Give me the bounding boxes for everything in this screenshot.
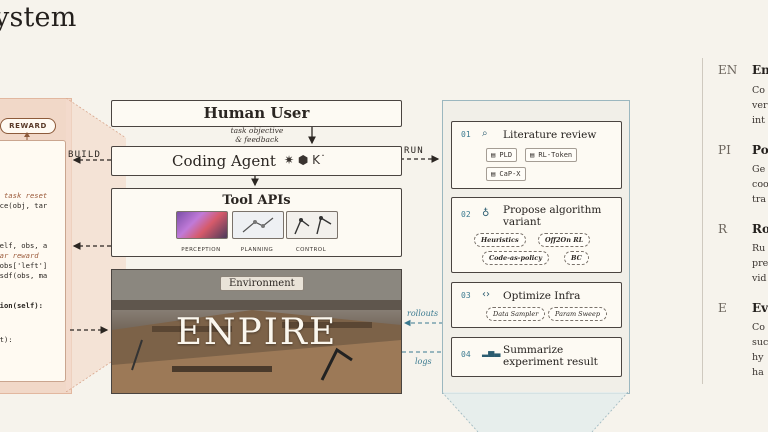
code-line: dlsdf(obs, ma [0,271,48,280]
environment-label: Environment [220,276,304,291]
section-text: coo [752,179,768,190]
environment-photo: Environment ENPIRE [111,269,402,394]
run-funnel [442,392,628,432]
reward-label: REWARD [0,118,56,134]
column-divider [702,58,703,384]
card-title: Summarize experiment result [503,344,598,368]
task-feedback-label: task objective & feedback [218,126,296,144]
paper-tag: ▤ CaP-X [486,167,526,181]
section-text: suc [752,337,768,348]
bar-chart-icon: ▂▅▃ [482,348,501,357]
card-title: Literature review [503,129,597,141]
run-label: RUN [404,146,424,156]
logs-label: logs [415,357,432,366]
perception-thumbnail [176,211,228,239]
task-feedback-line: & feedback [235,134,279,144]
search-icon: ⌕ [482,128,488,139]
control-label: CONTROL [295,247,327,253]
code-line: ation(self): [0,301,43,310]
section-text: tra [752,194,767,205]
section-text: hy [752,352,764,363]
code-icon: ‹› [482,289,490,300]
card-title-line: Summarize [503,344,564,356]
section-abbr: R [718,222,728,236]
lightbulb-icon: ♁ [482,208,490,219]
paper-tag: ▤ PLD [486,148,518,162]
perception-label: PERCEPTION [181,247,221,253]
section-abbr: EN [718,63,738,77]
section-text: vid [752,273,767,284]
rollouts-label: rollouts [407,309,439,318]
human-user-label: Human User [203,104,310,122]
control-robot-icon [294,216,332,235]
code-line: 3(obs['left'] [0,261,48,270]
page-title: ystem [0,2,77,33]
code-line: to task reset [0,191,48,200]
section-text: ha [752,367,764,378]
lab-scene-illustration [112,270,401,393]
card-title: Propose algorithm variant [503,204,601,228]
step-number: 03 [461,291,471,300]
section-text: pre [752,258,768,269]
algorithm-pill: Off2On RL [538,233,591,247]
card-title: Optimize Infra [503,290,581,302]
section-text: ver [752,100,768,111]
step-number: 04 [461,350,471,359]
planning-label: PLANNING [240,247,274,253]
step-number: 01 [461,130,471,139]
section-heading: Ro [752,222,768,236]
algorithm-pill: Code-as-policy [482,251,550,265]
card-literature-review: 01 ⌕ Literature review ▤ PLD ▤ RL-Token … [451,121,622,189]
reward-code-editor: : ): to task reset lace(obj, tar (self, … [0,140,66,382]
human-user-box: Human User [111,100,402,127]
code-line: alar reward [0,251,39,260]
planning-thumbnail [232,211,284,239]
model-logos-icon: ✷ ⬢ K˙ [284,153,327,167]
section-text: Ge [752,164,766,175]
coding-agent-box: Coding Agent ✷ ⬢ K˙ [111,146,402,176]
card-title-line: variant [503,216,541,228]
build-label: BUILD [68,150,102,160]
section-heading: Ev [752,301,768,315]
section-text: Ru [752,243,766,254]
control-thumbnail [286,211,338,239]
section-heading: Po [752,143,768,157]
section-text: Co [752,322,765,333]
section-abbr: E [718,301,727,315]
card-propose-algorithm: 02 ♁ Propose algorithm variant Heuristic… [451,197,622,273]
card-title-line: experiment result [503,356,598,368]
section-abbr: PI [718,143,731,157]
code-line: lace(obj, tar [0,201,48,210]
code-line: act): [0,335,13,344]
enpire-title: ENPIRE [175,312,338,353]
card-optimize-infra: 03 ‹› Optimize Infra Data Sampler Param … [451,282,622,328]
paper-tag: ▤ RL-Token [525,148,578,162]
code-line: (self, obs, a [0,241,48,250]
planning-robot-icon [242,217,274,233]
section-heading: En [752,63,768,77]
card-summarize: 04 ▂▅▃ Summarize experiment result [451,337,622,377]
infra-pill: Param Sweep [548,307,608,321]
section-text: Co [752,85,765,96]
tool-apis-box: Tool APIs PERCEPTION PLANNING CONTROL [111,188,402,257]
section-text: int [752,115,765,126]
infra-pill: Data Sampler [486,307,546,321]
card-title-line: Propose algorithm [503,204,602,216]
tool-apis-title: Tool APIs [222,193,291,208]
algorithm-pill: BC [564,251,589,265]
step-number: 02 [461,210,471,219]
task-feedback-line: task objective [230,126,284,135]
algorithm-pill: Heuristics [474,233,526,247]
coding-agent-label: Coding Agent [172,152,276,170]
